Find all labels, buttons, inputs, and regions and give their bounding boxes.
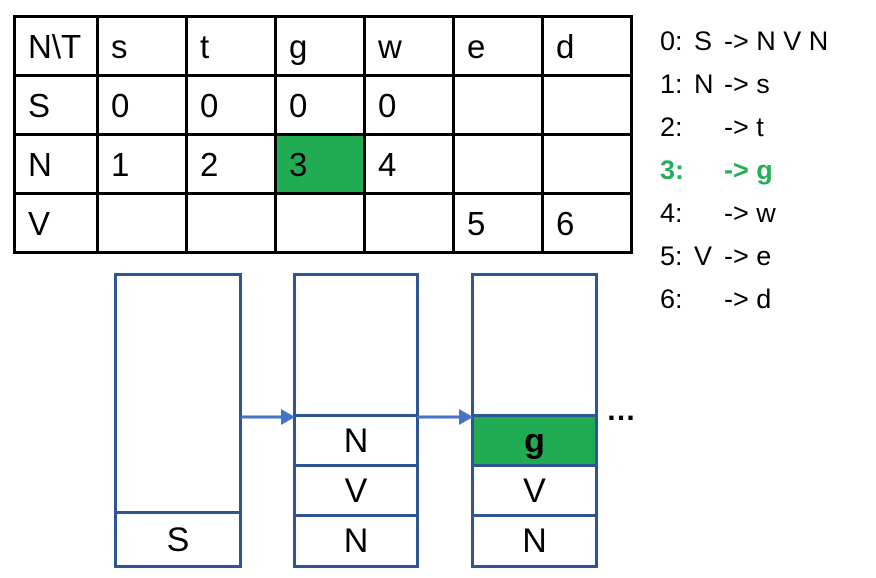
table-cell [274,192,366,254]
table-header-cell: e [452,15,544,77]
table-cell [452,74,544,136]
stack-cell: S [117,511,239,565]
table-header-cell: d [541,15,633,77]
parse-table-header-row: N\T s t g w e d [13,15,633,77]
table-cell-highlighted: 3 [274,133,366,195]
table-row: S 0 0 0 0 [13,74,633,136]
table-cell [185,192,277,254]
table-cell: 0 [96,74,188,136]
grammar-item: 0: S -> N V N [660,20,876,63]
production-lhs: S [694,26,713,56]
table-cell: 4 [363,133,455,195]
stack-state-2: N V N [293,273,419,568]
production-rhs: -> g [724,155,773,185]
table-cell: 5 [452,192,544,254]
parse-table: N\T s t g w e d S 0 0 0 0 N 1 2 3 [13,15,633,254]
stack-cell: N [474,514,595,565]
table-row-label: V [13,192,99,254]
table-header-cell: g [274,15,366,77]
table-row: N 1 2 3 4 [13,133,633,195]
grammar-item: 1: N -> s [660,63,876,106]
table-cell: 0 [274,74,366,136]
ellipsis-label: … [606,394,637,427]
production-number: 3: [660,155,685,185]
table-cell [541,74,633,136]
stack-state-3: g V N [471,273,598,568]
grammar-item: 6: -> d [660,278,876,321]
grammar-item: 4: -> w [660,192,876,235]
stack-cell: V [296,464,416,514]
stack-cell: V [474,464,595,514]
table-corner-cell: N\T [13,15,99,77]
production-number: 6: [660,284,683,314]
table-cell: 1 [96,133,188,195]
production-rhs: -> w [724,198,776,228]
table-header-cell: w [363,15,455,77]
grammar-item-highlighted: 3: -> g [660,149,876,192]
production-rhs: -> d [724,284,772,314]
production-number: 4: [660,198,683,228]
production-rhs: -> e [724,241,772,271]
table-cell: 0 [185,74,277,136]
stack-cell: N [296,414,416,464]
production-number: 1: [660,69,683,99]
grammar-list: 0: S -> N V N 1: N -> s 2: -> t 3: -> g … [660,20,876,321]
production-rhs: -> t [724,112,764,142]
production-number: 2: [660,112,683,142]
production-number: 5: [660,241,683,271]
production-rhs: -> s [724,69,770,99]
grammar-item: 5: V -> e [660,235,876,278]
grammar-item: 2: -> t [660,106,876,149]
production-lhs: V [694,241,713,271]
table-row-label: N [13,133,99,195]
table-cell [363,192,455,254]
table-header-cell: t [185,15,277,77]
right-arrow-icon [417,409,473,425]
table-cell: 2 [185,133,277,195]
production-number: 0: [660,26,683,56]
stack-state-1: S [114,273,242,568]
table-cell [541,133,633,195]
production-lhs: N [694,69,714,99]
table-header-cell: s [96,15,188,77]
table-cell: 6 [541,192,633,254]
table-row-label: S [13,74,99,136]
table-cell [96,192,188,254]
production-rhs: -> N V N [724,26,829,56]
table-row: V 5 6 [13,192,633,254]
table-cell: 0 [363,74,455,136]
stack-cell-highlighted: g [474,414,595,464]
right-arrow-icon [241,409,295,425]
table-cell [452,133,544,195]
stack-cell: N [296,514,416,565]
